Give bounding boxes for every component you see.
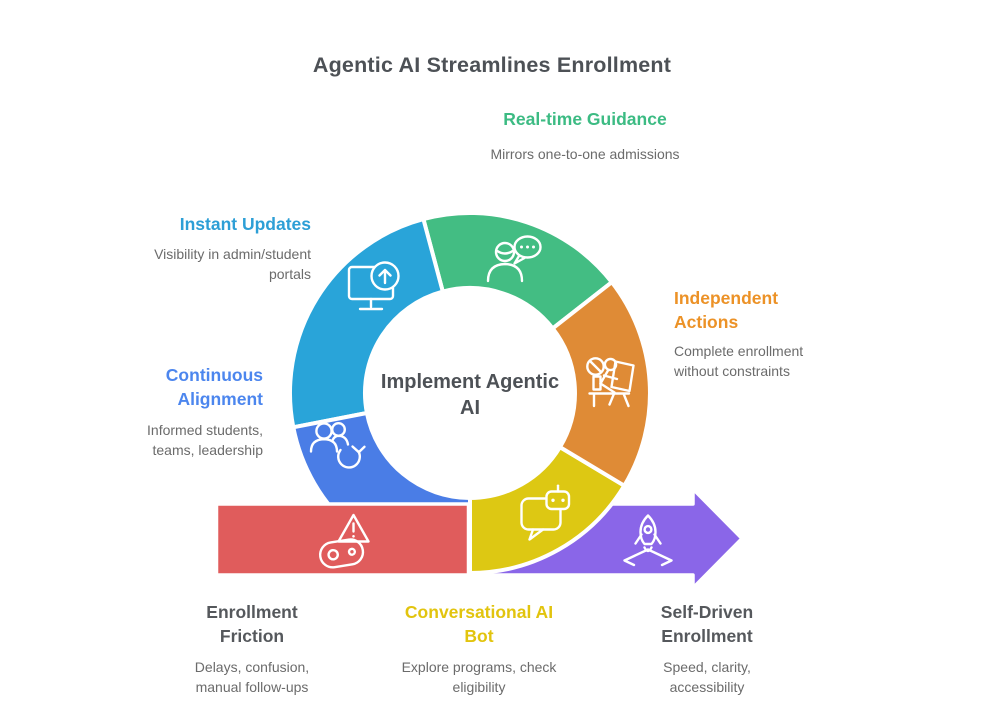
callout-body: Mirrors one-to-one admissions (490, 146, 680, 162)
rocket-launch-icon (623, 514, 673, 567)
warning-friction-icon (318, 513, 370, 569)
chat-bot-icon (520, 484, 571, 541)
callout-real-time-guidance: Real-time Guidance Mirrors one-to-one ad… (480, 107, 690, 165)
callout-heading: Continuous Alignment (165, 365, 263, 409)
callout-self-driven-enrollment: Self-Driven Enrollment Speed, clarity, a… (637, 600, 777, 697)
callout-instant-updates: Instant Updates Visibility in admin/stud… (151, 212, 311, 284)
callout-conversational-ai-bot: Conversational AI Bot Explore programs, … (394, 600, 564, 697)
callout-heading: Enrollment Friction (206, 602, 298, 646)
callout-continuous-alignment: Continuous Alignment Informed students, … (123, 363, 263, 460)
callout-body: Speed, clarity, accessibility (663, 659, 751, 695)
callout-heading: Instant Updates (179, 214, 311, 234)
callout-body: Explore programs, check eligibility (401, 659, 557, 695)
segment-instant-updates (288, 217, 445, 430)
cycle-center-label: Implement Agentic AI (380, 371, 560, 419)
callout-enrollment-friction: Enrollment Friction Delays, confusion, m… (182, 600, 322, 697)
callout-heading: Self-Driven Enrollment (660, 602, 754, 646)
callout-independent-actions: Independent Actions Complete enrollment … (674, 286, 829, 381)
callout-heading: Independent Actions (674, 288, 779, 332)
callout-body: Visibility in admin/student portals (154, 246, 311, 282)
callout-body: Complete enrollment without constraints (674, 343, 804, 379)
callout-heading: Conversational AI Bot (404, 602, 554, 646)
people-sync-icon (309, 422, 366, 469)
callout-body: Delays, confusion, manual follow-ups (194, 659, 310, 695)
page-title: Agentic AI Streamlines Enrollment (312, 53, 672, 77)
person-working-icon (586, 357, 635, 408)
callout-heading: Real-time Guidance (503, 109, 667, 129)
monitor-upload-icon (347, 261, 400, 311)
callout-body: Informed students, teams, leadership (147, 422, 263, 458)
person-chat-icon (486, 235, 542, 283)
